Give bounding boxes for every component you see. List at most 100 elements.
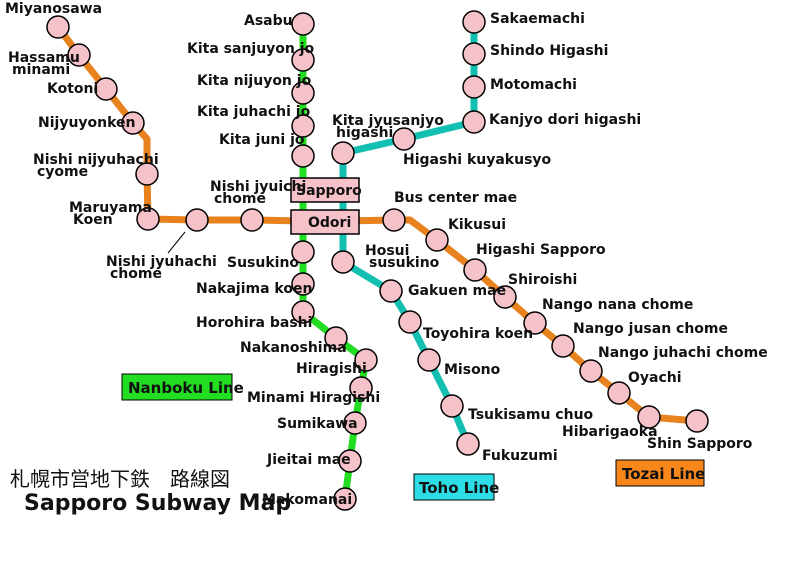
- toho-station-marker[interactable]: [398, 310, 422, 334]
- toho-station-label: Misono: [444, 362, 501, 378]
- legend-nanboku-swatch: [121, 373, 233, 401]
- tozai-station-label: Nango nana chome: [542, 297, 693, 313]
- tozai-station-marker[interactable]: [493, 285, 517, 309]
- nanboku-station-marker[interactable]: [291, 240, 315, 264]
- legend-toho-label: Toho Line: [419, 479, 499, 497]
- tozai-station-marker[interactable]: [135, 162, 159, 186]
- tozai-station-marker[interactable]: [185, 208, 209, 232]
- toho-station-label: Kita jyusanjyo: [332, 113, 444, 129]
- toho-station-label: Shindo Higashi: [490, 43, 608, 59]
- hub-layer: Sapporo Odori: [290, 177, 362, 235]
- sapporo-hub-box[interactable]: [290, 177, 360, 203]
- tozai-station-label: Kikusui: [448, 217, 506, 233]
- toho-station-label: Tsukisamu chuo: [468, 407, 594, 423]
- toho-station-marker[interactable]: [379, 279, 403, 303]
- legend-nanboku: Nanboku Line: [121, 373, 244, 401]
- toho-station-marker[interactable]: [392, 127, 416, 151]
- nanboku-station-label: Kita nijuyon jo: [197, 73, 312, 89]
- nanboku-station-label: Kita juni jo: [219, 132, 305, 148]
- odori-hub-label: Odori: [308, 215, 351, 231]
- nanboku-station-marker[interactable]: [333, 487, 357, 511]
- map-title-japanese: 札幌市営地下鉄 路線図: [10, 467, 230, 491]
- toho-station-label: Fukuzumi: [482, 448, 558, 464]
- toho-station-label: Higashi kuyakusyo: [403, 152, 552, 168]
- nanboku-station-marker[interactable]: [291, 272, 315, 296]
- tozai-station-label: Nijyuyonken: [38, 115, 136, 131]
- nanboku-station-label: Minami Hiragishi: [247, 390, 380, 406]
- tozai-station-label: Hibarigaoka: [562, 424, 658, 440]
- legend-nanboku-label: Nanboku Line: [128, 379, 244, 397]
- toho-station-label: Gakuen mae: [408, 283, 506, 299]
- nanboku-station-label: Asabu: [244, 13, 293, 29]
- nanboku-station-marker[interactable]: [291, 81, 315, 105]
- toho-station-marker[interactable]: [417, 348, 441, 372]
- toho-station-label-line2: higashi: [336, 125, 393, 141]
- tozai-station-label-line2: Koen: [73, 212, 113, 228]
- nanboku-station-label: Makomanai: [262, 492, 352, 508]
- tozai-station-label: Nango juhachi chome: [598, 345, 768, 361]
- nanboku-station-marker[interactable]: [291, 300, 315, 324]
- legend-tozai: Tozai Line: [615, 459, 705, 487]
- map-title-english: Sapporo Subway Map: [24, 491, 291, 516]
- toho-station-marker[interactable]: [440, 394, 464, 418]
- nanboku-station-marker[interactable]: [354, 348, 378, 372]
- toho-station-label: Hosui: [365, 243, 409, 259]
- toho-station-marker[interactable]: [456, 432, 480, 456]
- nanboku-station-label: Kita juhachi jo: [197, 104, 311, 120]
- tozai-station-label: Bus center mae: [394, 190, 517, 206]
- sapporo-hub-label: Sapporo: [296, 183, 362, 199]
- tozai-station-marker[interactable]: [637, 405, 661, 429]
- toho-station-marker[interactable]: [331, 141, 355, 165]
- legend-tozai-label: Tozai Line: [622, 465, 705, 483]
- toho-station-marker[interactable]: [462, 110, 486, 134]
- tozai-station-label: Nishi nijyuhachi: [33, 152, 159, 168]
- nanboku-station-marker[interactable]: [349, 376, 373, 400]
- nanboku-station-marker[interactable]: [291, 114, 315, 138]
- tozai-station-marker[interactable]: [685, 409, 709, 433]
- tozai-station-marker[interactable]: [67, 43, 91, 67]
- nanboku-station-label: Nakanoshima: [240, 340, 347, 356]
- toho-station-marker[interactable]: [331, 250, 355, 274]
- tozai-station-marker[interactable]: [463, 258, 487, 282]
- tozai-station-marker[interactable]: [523, 311, 547, 335]
- nanboku-station-marker[interactable]: [291, 48, 315, 72]
- tozai-station-marker[interactable]: [425, 228, 449, 252]
- nanboku-station-label: Susukino: [227, 255, 299, 271]
- toho-station-label: Motomachi: [490, 77, 577, 93]
- tozai-station-label: Higashi Sapporo: [476, 242, 606, 258]
- tozai-station-marker[interactable]: [94, 77, 118, 101]
- toho-station-marker[interactable]: [462, 42, 486, 66]
- tozai-station-marker[interactable]: [607, 381, 631, 405]
- tozai-station-label: Nishi jyuhachi: [106, 254, 217, 270]
- tozai-station-label-line2: minami: [12, 62, 70, 78]
- tozai-station-marker[interactable]: [382, 208, 406, 232]
- nanboku-station-label: Sumikawa: [277, 416, 358, 432]
- legend-toho: Toho Line: [413, 473, 499, 501]
- tozai-station-marker[interactable]: [121, 111, 145, 135]
- tozai-station-marker[interactable]: [551, 334, 575, 358]
- label-layer: MiyanosawaHassamuminamiKotoniNijyuyonken…: [5, 1, 768, 508]
- nanboku-station-marker[interactable]: [324, 326, 348, 350]
- nanboku-station-marker[interactable]: [338, 449, 362, 473]
- toho-station-label: Sakaemachi: [490, 11, 585, 27]
- nanboku-station-label: Kita sanjuyon jo: [187, 41, 315, 57]
- legend-tozai-swatch: [615, 459, 705, 487]
- toho-station-marker[interactable]: [462, 10, 486, 34]
- tozai-station-label: Kotoni: [47, 81, 98, 97]
- nanboku-station-marker[interactable]: [291, 12, 315, 36]
- tozai-station-label: Maruyama: [69, 200, 152, 216]
- legend-toho-swatch: [413, 473, 495, 501]
- tozai-station-marker[interactable]: [579, 359, 603, 383]
- tozai-station-marker[interactable]: [240, 208, 264, 232]
- tozai-station-label: Nishi jyuichi: [210, 179, 306, 195]
- nanboku-station-label: Nakajima koen: [196, 281, 312, 297]
- toho-station-label: Toyohira koen: [423, 326, 533, 342]
- tozai-station-marker[interactable]: [136, 207, 160, 231]
- tozai-station-marker[interactable]: [46, 15, 70, 39]
- toho-station-marker[interactable]: [462, 75, 486, 99]
- tozai-station-label: Nango jusan chome: [573, 321, 728, 337]
- nanboku-station-marker[interactable]: [343, 411, 367, 435]
- nanboku-station-label: Hiragishi: [296, 361, 367, 377]
- odori-hub-box[interactable]: [290, 209, 360, 235]
- nanboku-station-marker[interactable]: [291, 144, 315, 168]
